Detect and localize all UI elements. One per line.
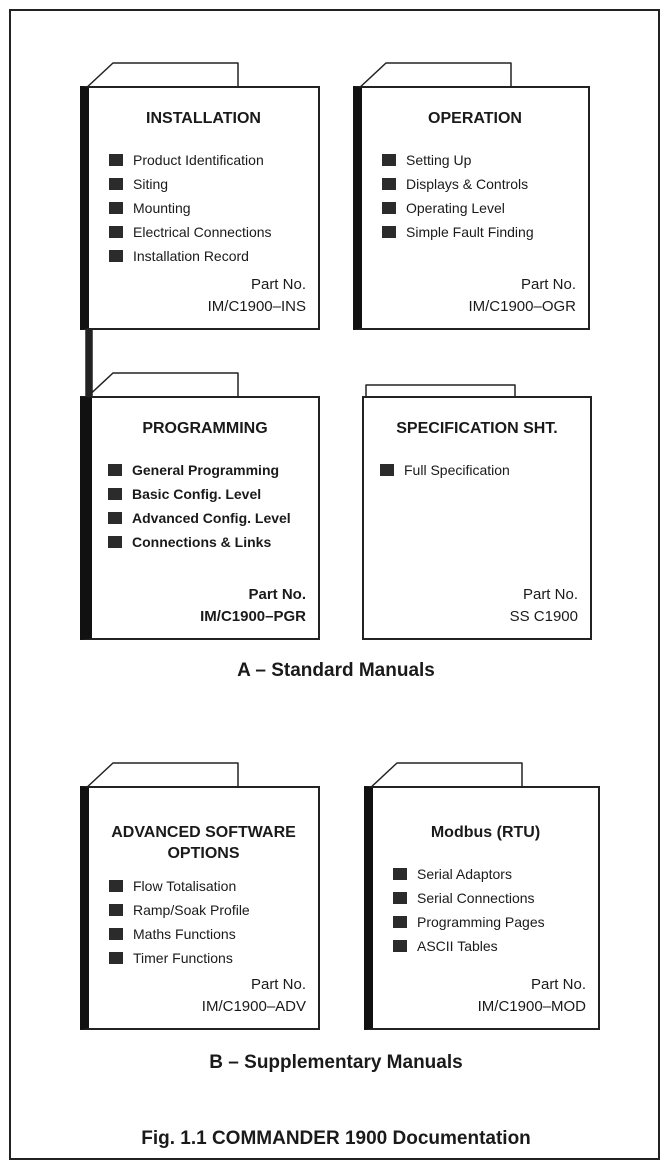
bullet-square-icon <box>109 904 123 916</box>
book-cover: Modbus (RTU) Serial Adaptors Serial Conn… <box>364 786 600 1030</box>
part-label: Part No. <box>530 976 586 993</box>
contents-list: Setting Up Displays & Controls Operating… <box>382 148 534 244</box>
list-item: Basic Config. Level <box>108 482 291 506</box>
list-item: Product Identification <box>109 148 272 172</box>
manual-installation: INSTALLATION Product Identification Siti… <box>80 86 320 330</box>
bullet-square-icon <box>108 512 122 524</box>
book-cover: OPERATION Setting Up Displays & Controls… <box>353 86 590 330</box>
list-item: Displays & Controls <box>382 172 534 196</box>
part-label: Part No. <box>248 586 306 603</box>
list-item: Operating Level <box>382 196 534 220</box>
part-label: Part No. <box>520 276 576 293</box>
list-item: Timer Functions <box>109 946 250 970</box>
manual-modbus-rtu: Modbus (RTU) Serial Adaptors Serial Conn… <box>364 786 600 1030</box>
bullet-square-icon <box>108 464 122 476</box>
manual-operation: OPERATION Setting Up Displays & Controls… <box>353 86 590 330</box>
part-number-block: Part No. IM/C1900–OGR <box>468 274 576 318</box>
part-number: IM/C1900–MOD <box>477 998 586 1015</box>
bullet-square-icon <box>382 202 396 214</box>
part-number-block: Part No. IM/C1900–MOD <box>478 974 586 1018</box>
list-item: General Programming <box>108 458 291 482</box>
bullet-square-icon <box>109 154 123 166</box>
bullet-square-icon <box>109 880 123 892</box>
part-number-block: Part No. IM/C1900–PGR <box>200 584 306 628</box>
manual-specification-sheet: SPECIFICATION SHT. Full Specification Pa… <box>362 396 592 640</box>
list-item: Installation Record <box>109 244 272 268</box>
bullet-square-icon <box>393 916 407 928</box>
list-item: Maths Functions <box>109 922 250 946</box>
part-label: Part No. <box>250 976 306 993</box>
bullet-square-icon <box>108 536 122 548</box>
figure-border <box>9 9 660 1160</box>
list-item: Programming Pages <box>393 910 545 934</box>
manual-advanced-software-options: ADVANCED SOFTWARE OPTIONS Flow Totalisat… <box>80 786 320 1030</box>
bullet-square-icon <box>109 928 123 940</box>
bullet-square-icon <box>109 250 123 262</box>
list-item: ASCII Tables <box>393 934 545 958</box>
contents-list: Full Specification <box>380 458 510 482</box>
list-item: Electrical Connections <box>109 220 272 244</box>
bullet-square-icon <box>108 488 122 500</box>
section-a-caption: A – Standard Manuals <box>237 660 435 681</box>
figure-caption: Fig. 1.1 COMMANDER 1900 Documentation <box>141 1128 531 1149</box>
bullet-square-icon <box>109 226 123 238</box>
bullet-square-icon <box>109 202 123 214</box>
manual-title: INSTALLATION <box>146 110 261 127</box>
part-label: Part No. <box>250 276 306 293</box>
bullet-square-icon <box>382 226 396 238</box>
list-item: Setting Up <box>382 148 534 172</box>
list-item: Flow Totalisation <box>109 874 250 898</box>
bullet-square-icon <box>380 464 394 476</box>
sheet-cover: SPECIFICATION SHT. Full Specification Pa… <box>362 396 592 640</box>
list-item: Ramp/Soak Profile <box>109 898 250 922</box>
manual-title: SPECIFICATION SHT. <box>396 420 558 437</box>
part-number: IM/C1900–ADV <box>201 998 306 1015</box>
contents-list: Flow Totalisation Ramp/Soak Profile Math… <box>109 874 250 970</box>
list-item: Full Specification <box>380 458 510 482</box>
list-item: Siting <box>109 172 272 196</box>
section-b-caption: B – Supplementary Manuals <box>209 1052 463 1073</box>
list-item: Serial Connections <box>393 886 545 910</box>
manual-title: PROGRAMMING <box>142 420 268 437</box>
list-item: Mounting <box>109 196 272 220</box>
book-cover: INSTALLATION Product Identification Siti… <box>80 86 320 330</box>
part-number: IM/C1900–PGR <box>200 608 306 625</box>
bullet-square-icon <box>382 154 396 166</box>
contents-list: General Programming Basic Config. Level … <box>108 458 291 554</box>
book-cover: PROGRAMMING General Programming Basic Co… <box>80 396 320 640</box>
bullet-square-icon <box>393 892 407 904</box>
bullet-square-icon <box>393 940 407 952</box>
part-number-block: Part No. IM/C1900–ADV <box>202 974 306 1018</box>
part-number: IM/C1900–OGR <box>468 298 576 315</box>
list-item: Simple Fault Finding <box>382 220 534 244</box>
part-label: Part No. <box>522 586 578 603</box>
bullet-square-icon <box>382 178 396 190</box>
book-cover: ADVANCED SOFTWARE OPTIONS Flow Totalisat… <box>80 786 320 1030</box>
bullet-square-icon <box>393 868 407 880</box>
part-number: SS C1900 <box>509 608 578 625</box>
list-item: Advanced Config. Level <box>108 506 291 530</box>
contents-list: Serial Adaptors Serial Connections Progr… <box>393 862 545 958</box>
manual-title: Modbus (RTU) <box>430 824 541 841</box>
bullet-square-icon <box>109 178 123 190</box>
list-item: Connections & Links <box>108 530 291 554</box>
manual-title: ADVANCED SOFTWARE OPTIONS <box>111 824 296 862</box>
manual-title: OPERATION <box>428 110 522 127</box>
manual-programming: PROGRAMMING General Programming Basic Co… <box>80 396 320 640</box>
bullet-square-icon <box>109 952 123 964</box>
part-number-block: Part No. IM/C1900–INS <box>208 274 306 318</box>
contents-list: Product Identification Siting Mounting E… <box>109 148 272 268</box>
part-number-block: Part No. SS C1900 <box>510 584 578 628</box>
list-item: Serial Adaptors <box>393 862 545 886</box>
part-number: IM/C1900–INS <box>207 298 306 315</box>
